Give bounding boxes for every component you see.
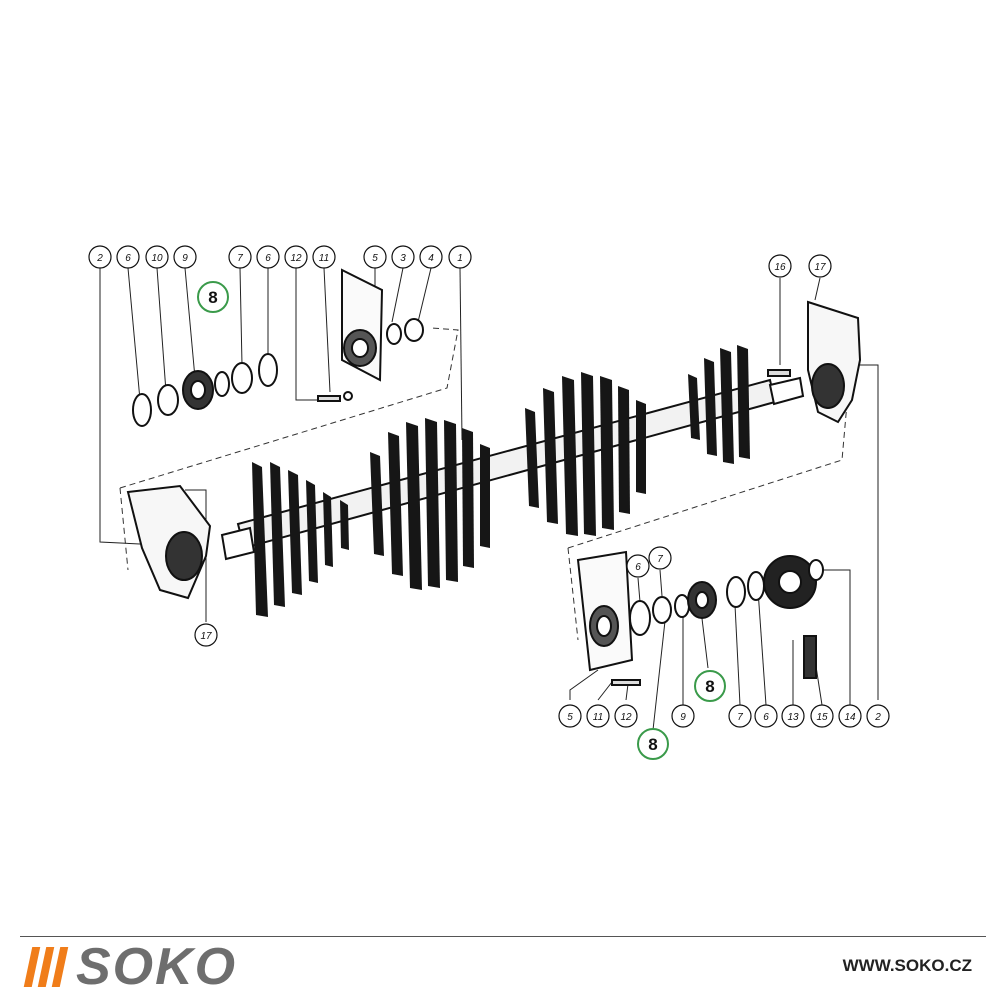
svg-text:10: 10 xyxy=(151,253,163,264)
svg-text:8: 8 xyxy=(648,735,657,754)
callout-12: 12 xyxy=(284,245,308,269)
callout-12: 12 xyxy=(614,704,638,728)
svg-text:11: 11 xyxy=(593,712,603,723)
svg-text:7: 7 xyxy=(657,554,663,565)
highlight-callout-8: 8 xyxy=(694,670,726,702)
svg-text:6: 6 xyxy=(125,253,131,264)
callout-2: 2 xyxy=(866,704,890,728)
brand-name: SOKO xyxy=(76,938,238,996)
washer-right xyxy=(726,576,746,608)
svg-text:8: 8 xyxy=(208,288,217,307)
part-8-highlights: 8 8 8 xyxy=(197,281,726,760)
highlight-callout-8: 8 xyxy=(637,728,669,760)
callout-5: 5 xyxy=(363,245,387,269)
callout-7: 7 xyxy=(228,245,252,269)
callout-3: 3 xyxy=(391,245,415,269)
svg-text:4: 4 xyxy=(428,253,434,264)
soko-logo: SOKO xyxy=(23,938,238,996)
svg-text:12: 12 xyxy=(290,253,302,264)
callout-4: 4 xyxy=(419,245,443,269)
callout-2: 2 xyxy=(88,245,112,269)
shaft-stub-right xyxy=(768,376,805,406)
callout-6: 6 xyxy=(754,704,778,728)
callout-15: 15 xyxy=(810,704,834,728)
callout-10: 10 xyxy=(145,245,169,269)
svg-text:11: 11 xyxy=(319,253,329,264)
rotor-guards xyxy=(126,300,862,600)
bolt-right xyxy=(611,679,641,686)
callout-6: 6 xyxy=(116,245,140,269)
callout-7: 7 xyxy=(648,546,672,570)
callout-17: 17 xyxy=(194,623,218,647)
svg-text:6: 6 xyxy=(635,562,641,573)
svg-text:13: 13 xyxy=(787,712,799,723)
seal-ring-right xyxy=(674,594,690,618)
callout-6: 6 xyxy=(256,245,280,269)
bolt-left xyxy=(317,395,341,402)
rotor-shaft-assembly xyxy=(220,345,805,617)
callout-17: 17 xyxy=(808,254,832,278)
spacer-right xyxy=(652,596,672,624)
svg-text:5: 5 xyxy=(567,712,573,723)
callout-11: 11 xyxy=(586,704,610,728)
callout-9: 9 xyxy=(671,704,695,728)
circlip-right xyxy=(629,600,651,636)
svg-text:7: 7 xyxy=(737,712,743,723)
ring-14 xyxy=(808,559,824,581)
snap-ring-left xyxy=(132,393,152,427)
ring-4 xyxy=(404,318,424,342)
callout-14: 14 xyxy=(838,704,862,728)
svg-text:6: 6 xyxy=(763,712,769,723)
washer-left xyxy=(157,384,179,416)
callout-13: 13 xyxy=(781,704,805,728)
svg-text:3: 3 xyxy=(400,253,406,264)
svg-text:7: 7 xyxy=(237,253,243,264)
chain-15 xyxy=(803,635,817,679)
callout-9: 9 xyxy=(173,245,197,269)
callout-16: 16 xyxy=(768,254,792,278)
seal-ring-left xyxy=(214,371,230,397)
circlip-left xyxy=(258,353,278,387)
svg-text:17: 17 xyxy=(814,262,826,273)
tine-group-center-right xyxy=(525,372,646,536)
callout-7: 7 xyxy=(728,704,752,728)
left-bearing-parts xyxy=(132,268,424,427)
highlight-callout-8: 8 xyxy=(197,281,229,313)
leader-lines xyxy=(99,267,879,731)
snap-ring-right xyxy=(747,571,765,601)
logo-bars-icon xyxy=(23,947,69,987)
svg-text:9: 9 xyxy=(182,253,188,264)
svg-text:16: 16 xyxy=(774,262,786,273)
svg-text:5: 5 xyxy=(372,253,378,264)
callout-6: 6 xyxy=(626,554,650,578)
right-bearing-parts xyxy=(576,550,824,686)
nut-left xyxy=(343,391,353,401)
tine-group-center-left xyxy=(370,418,490,590)
callout-5: 5 xyxy=(558,704,582,728)
svg-text:9: 9 xyxy=(680,712,686,723)
pin-16 xyxy=(767,369,791,377)
svg-text:1: 1 xyxy=(457,253,463,264)
svg-text:12: 12 xyxy=(620,712,632,723)
svg-text:15: 15 xyxy=(816,712,828,723)
ring-3 xyxy=(386,323,402,345)
website-url: WWW.SOKO.CZ xyxy=(842,956,972,975)
spacer-left xyxy=(231,362,253,394)
shaft-stub-left xyxy=(220,526,256,561)
exploded-parts-diagram: 2 6 10 9 7 6 12 11 5 3 4 1 16 17 17 6 7 … xyxy=(88,245,890,760)
footer-divider xyxy=(20,936,986,937)
callout-11: 11 xyxy=(312,245,336,269)
svg-text:14: 14 xyxy=(844,712,856,723)
tine-group-left xyxy=(252,462,349,617)
part-callouts: 2 6 10 9 7 6 12 11 5 3 4 1 16 17 17 6 7 … xyxy=(88,245,890,728)
callout-1: 1 xyxy=(448,245,472,269)
svg-text:17: 17 xyxy=(200,631,212,642)
svg-text:8: 8 xyxy=(705,677,714,696)
svg-text:2: 2 xyxy=(96,253,103,264)
tine-group-right xyxy=(688,345,750,464)
svg-text:2: 2 xyxy=(874,712,881,723)
svg-text:6: 6 xyxy=(265,253,271,264)
